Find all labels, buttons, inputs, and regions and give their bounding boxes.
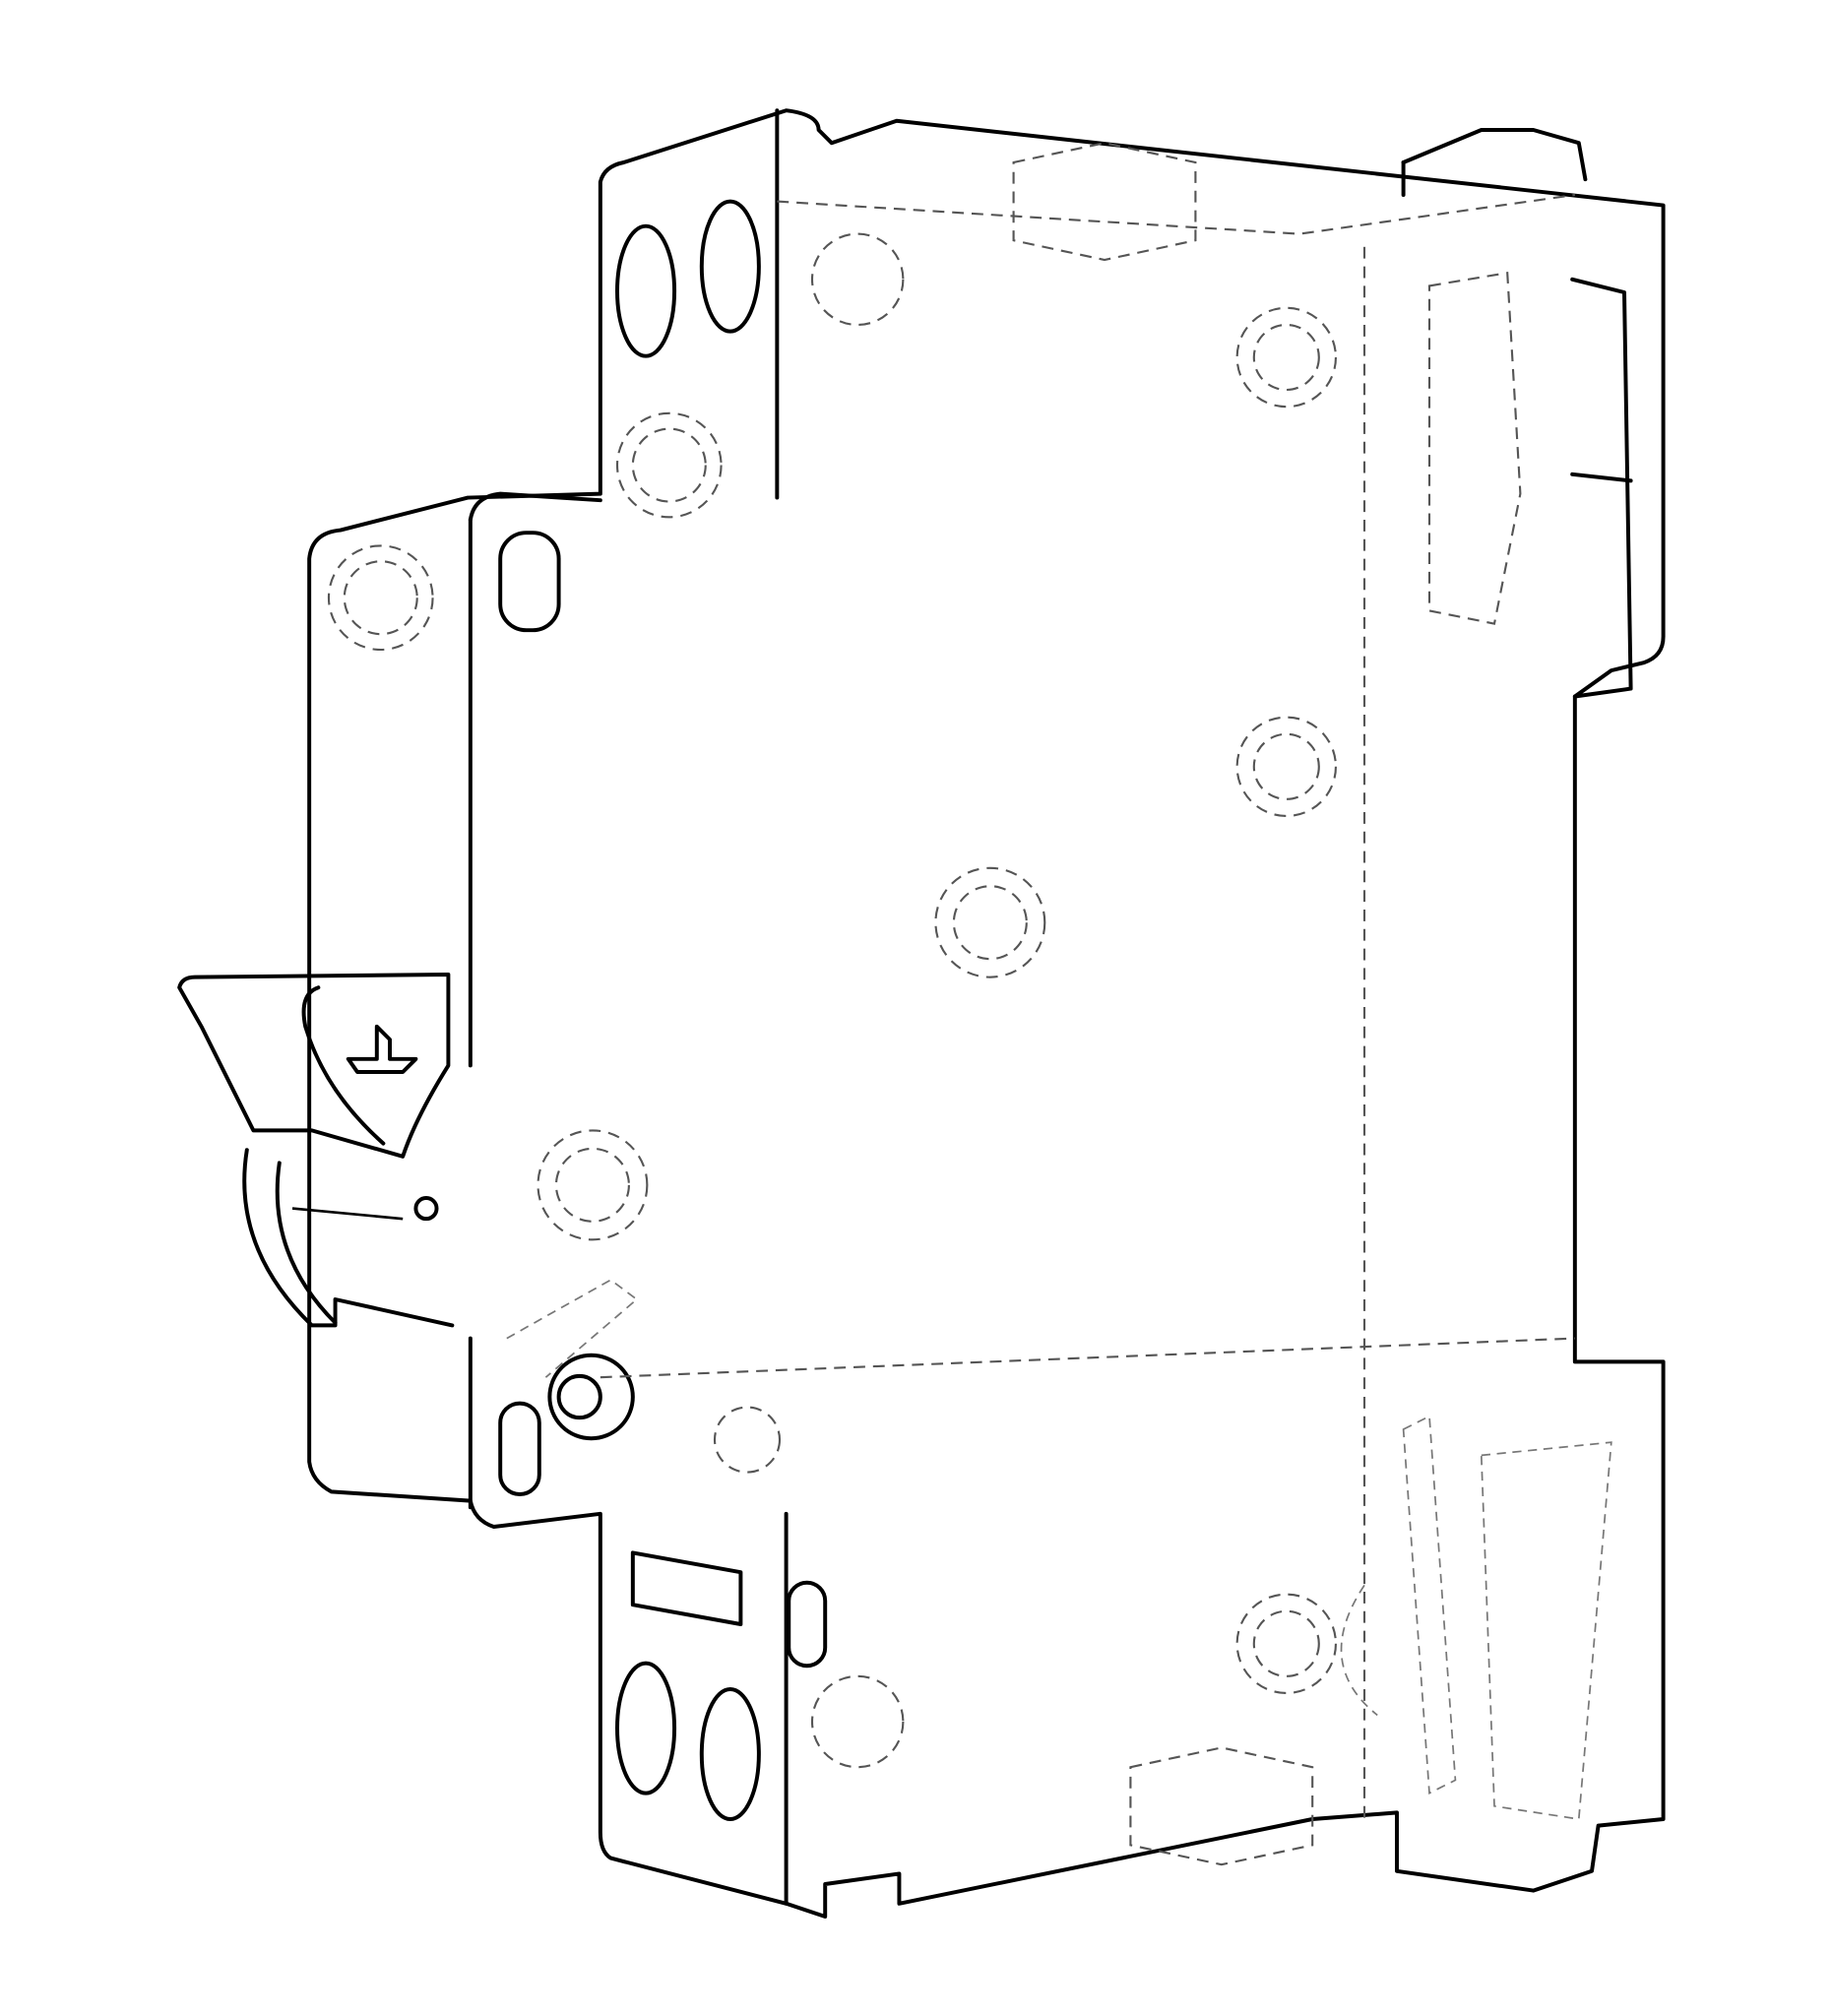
mounting-holes — [498, 199, 828, 1821]
housing-body — [307, 108, 1666, 1919]
hidden-features — [327, 142, 1612, 1866]
toggle-lever — [177, 973, 455, 1328]
